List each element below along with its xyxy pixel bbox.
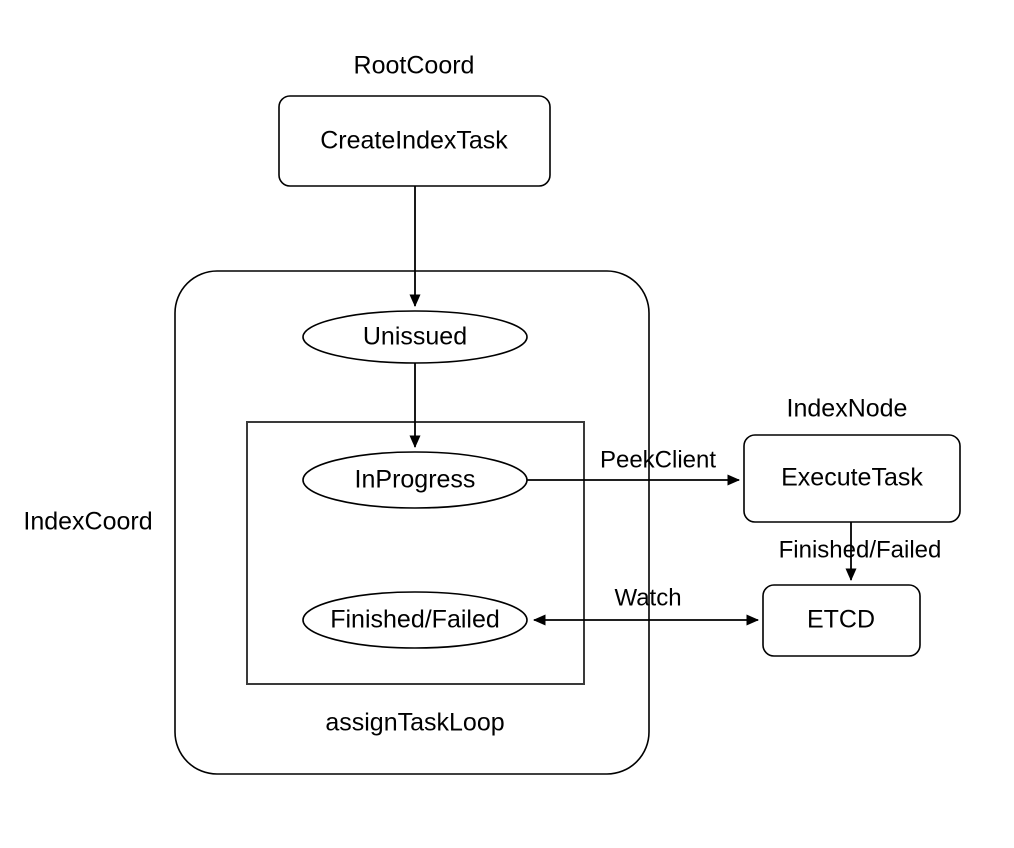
edge-label-watch-text: Watch bbox=[614, 584, 681, 611]
group-label-indexcoord: IndexCoord bbox=[23, 508, 152, 536]
node-unissued[interactable]: Unissued bbox=[302, 310, 528, 364]
group-label-assigntaskloop: assignTaskLoop bbox=[325, 709, 504, 737]
node-execute-task-label: ExecuteTask bbox=[781, 464, 923, 492]
node-create-index-task-label: CreateIndexTask bbox=[320, 127, 508, 155]
edge-label-finished-failed: Finished/Failed bbox=[779, 536, 942, 563]
node-in-progress-label: InProgress bbox=[355, 466, 476, 494]
edge-label-peekclient-text: PeekClient bbox=[600, 446, 716, 473]
node-finished-failed-label: Finished/Failed bbox=[330, 606, 500, 634]
node-create-index-task-shape bbox=[278, 95, 551, 187]
node-etcd-shape bbox=[762, 584, 921, 657]
edge-label-finished-failed-text: Finished/Failed bbox=[779, 536, 942, 563]
node-create-index-task[interactable]: CreateIndexTask bbox=[278, 95, 551, 187]
node-finished-failed-shape bbox=[302, 591, 528, 649]
node-unissued-label: Unissued bbox=[363, 323, 467, 351]
node-execute-task[interactable]: ExecuteTask bbox=[743, 434, 961, 523]
node-in-progress[interactable]: InProgress bbox=[302, 451, 528, 509]
node-execute-task-shape bbox=[743, 434, 961, 523]
group-label-rootcoord: RootCoord bbox=[354, 52, 475, 80]
node-finished-failed[interactable]: Finished/Failed bbox=[302, 591, 528, 649]
group-container-indexcoord bbox=[174, 270, 650, 775]
node-etcd-label: ETCD bbox=[807, 606, 875, 634]
edge-label-peekclient: PeekClient bbox=[600, 446, 716, 473]
node-unissued-shape bbox=[302, 310, 528, 364]
node-etcd[interactable]: ETCD bbox=[762, 584, 921, 657]
group-label-indexnode: IndexNode bbox=[787, 395, 908, 423]
edge-label-watch: Watch bbox=[614, 584, 681, 611]
node-in-progress-shape bbox=[302, 451, 528, 509]
